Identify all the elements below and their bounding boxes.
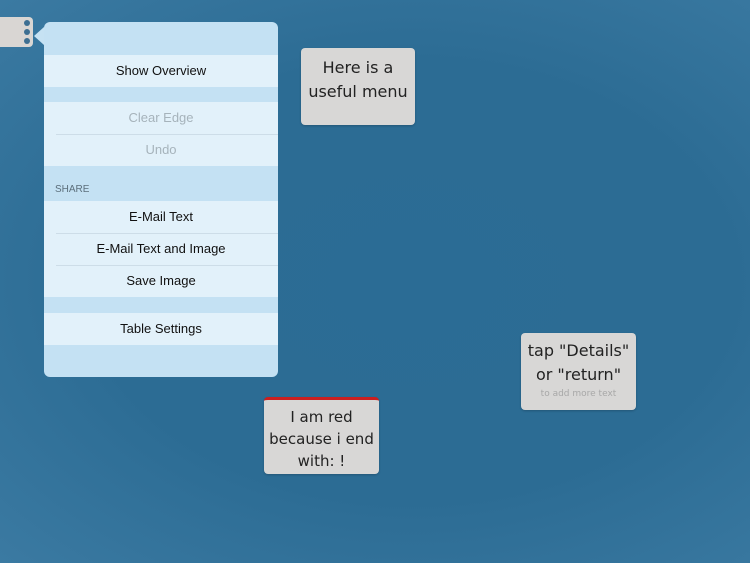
node-hint: to add more text <box>540 389 617 399</box>
label: Save Image <box>126 273 196 288</box>
menu-item-email-text[interactable]: E-Mail Text <box>44 201 278 233</box>
menu-item-email-text-image[interactable]: E-Mail Text and Image <box>44 233 278 265</box>
node-text: tap "Details" or "return" <box>527 341 630 384</box>
menu-item-undo[interactable]: Undo <box>44 134 278 166</box>
menu-item-clear-edge[interactable]: Clear Edge <box>44 102 278 134</box>
menu-item-table-settings[interactable]: Table Settings <box>44 313 278 345</box>
label: Clear Edge <box>128 110 194 125</box>
node-text: I am red because i end with: ! <box>269 408 374 470</box>
node-tap-details[interactable]: tap "Details" or "return" to add more te… <box>521 333 636 410</box>
menu-button[interactable] <box>0 17 33 47</box>
label: E-Mail Text <box>128 209 194 224</box>
popover-menu: Show Overview Clear Edge Undo SHARE E-Ma… <box>44 22 278 377</box>
section-header-share: SHARE <box>55 184 90 195</box>
node-red[interactable]: I am red because i end with: ! <box>264 397 379 474</box>
menu-item-save-image[interactable]: Save Image <box>44 265 278 297</box>
popover-arrow <box>34 27 44 45</box>
menu-item-show-overview[interactable]: Show Overview <box>44 55 278 87</box>
label: Undo <box>145 142 177 157</box>
node-text: Here is a useful menu <box>308 58 408 101</box>
label: E-Mail Text and Image <box>96 241 226 256</box>
node-useful-menu[interactable]: Here is a useful menu <box>301 48 415 125</box>
